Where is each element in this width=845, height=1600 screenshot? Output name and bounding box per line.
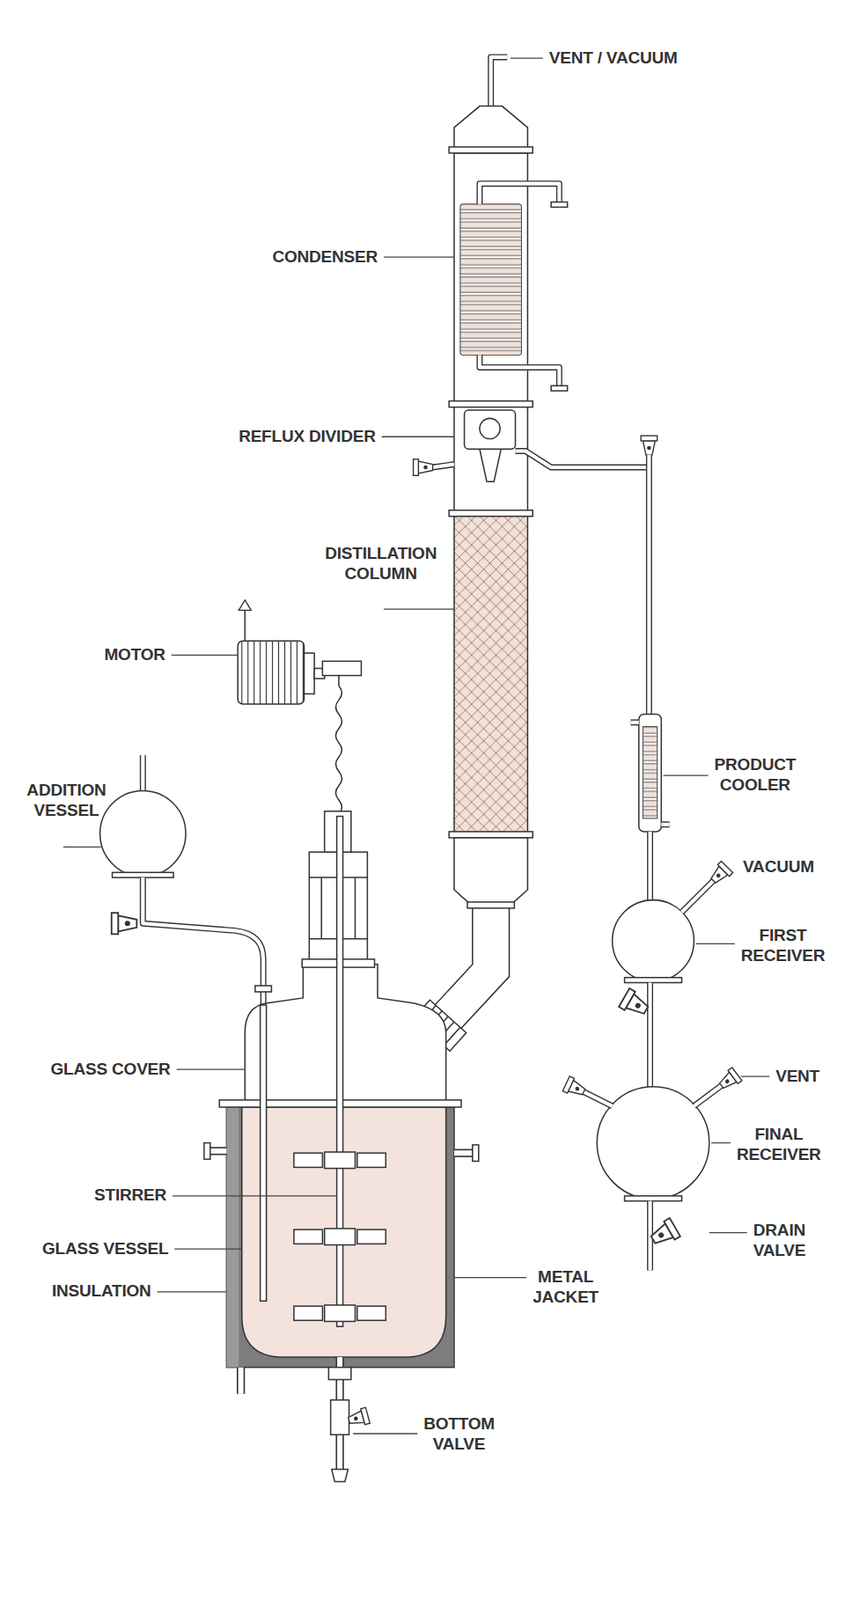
leader-line	[176, 1068, 246, 1070]
column-assembly	[413, 57, 650, 1051]
leader-line	[696, 943, 735, 945]
leader-lines	[63, 58, 770, 1434]
leader-line	[382, 436, 455, 438]
leader-line	[171, 654, 238, 656]
leader-line	[454, 1277, 527, 1279]
part-label: CONDENSER	[271, 247, 378, 268]
leader-line	[663, 775, 709, 777]
part-label: VENT	[775, 1066, 820, 1088]
part-label: GLASS VESSEL	[42, 1239, 169, 1260]
part-label: DRAIN VALVE	[753, 1220, 807, 1262]
part-label: REFLUX DIVIDER	[238, 426, 376, 448]
part-label: METAL JACKET	[532, 1267, 599, 1308]
part-label: BOTTOM VALVE	[423, 1414, 495, 1455]
part-label: VENT / VACUUM	[549, 48, 678, 69]
leader-line	[741, 1076, 770, 1078]
part-label: STIRRER	[94, 1185, 167, 1206]
leader-line	[157, 1291, 228, 1293]
leader-line	[383, 609, 455, 610]
leader-line	[510, 57, 544, 59]
part-label: PRODUCT COOLER	[714, 755, 797, 796]
part-label: FINAL RECEIVER	[736, 1124, 822, 1166]
part-label: INSULATION	[51, 1281, 152, 1302]
part-label: GLASS COVER	[51, 1059, 171, 1081]
leader-line	[711, 1142, 731, 1144]
leader-line	[352, 1432, 418, 1434]
part-label: DISTILLATION COLUMN	[324, 543, 437, 585]
leader-line	[174, 1249, 243, 1250]
part-label: VACUUM	[742, 857, 815, 878]
leader-line	[172, 1195, 338, 1197]
reactor-vessel	[100, 755, 479, 1483]
receiver-train	[562, 435, 743, 1271]
part-label: FIRST RECEIVER	[741, 925, 826, 967]
motor-drive	[237, 600, 361, 815]
part-label: ADDITION VESSEL	[26, 780, 106, 822]
leader-line	[709, 1232, 748, 1234]
leader-line	[383, 257, 455, 258]
part-label: MOTOR	[103, 645, 165, 666]
leader-line	[63, 846, 102, 848]
